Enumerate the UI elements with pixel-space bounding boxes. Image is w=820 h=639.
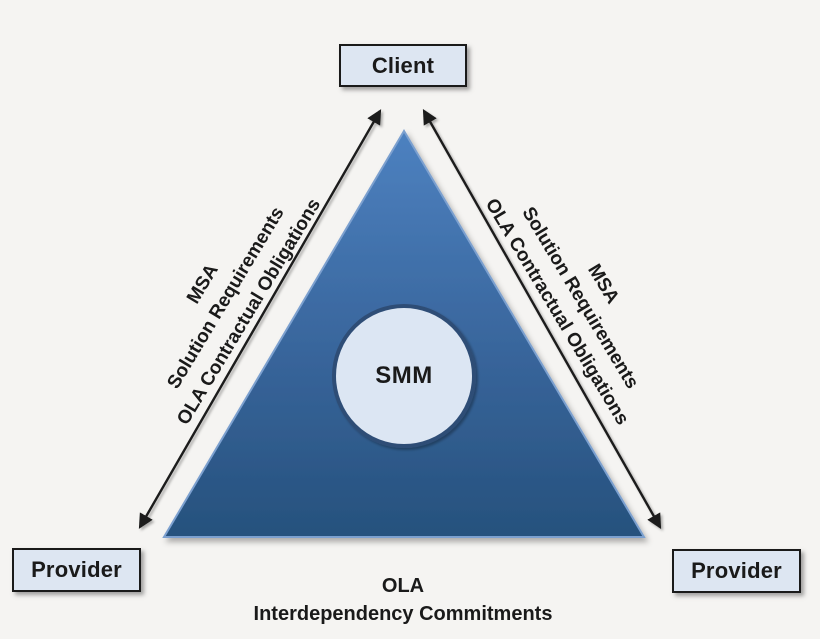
client-node: Client	[339, 44, 467, 87]
provider-left-node: Provider	[12, 548, 141, 592]
bottom-edge-labels: OLA Interdependency Commitments	[146, 572, 660, 628]
bottom-edge-label-interdependency-commitments: Interdependency Commitments	[253, 603, 553, 625]
right-edge-arrow	[422, 109, 662, 529]
smm-label: SMM	[375, 362, 433, 389]
provider-left-label: Provider	[31, 557, 122, 582]
client-label: Client	[371, 52, 435, 78]
provider-right-node: Provider	[672, 549, 801, 593]
left-edge-arrow	[138, 109, 382, 529]
provider-right-label: Provider	[691, 558, 782, 583]
bottom-edge-label-ola: OLA	[381, 575, 425, 597]
